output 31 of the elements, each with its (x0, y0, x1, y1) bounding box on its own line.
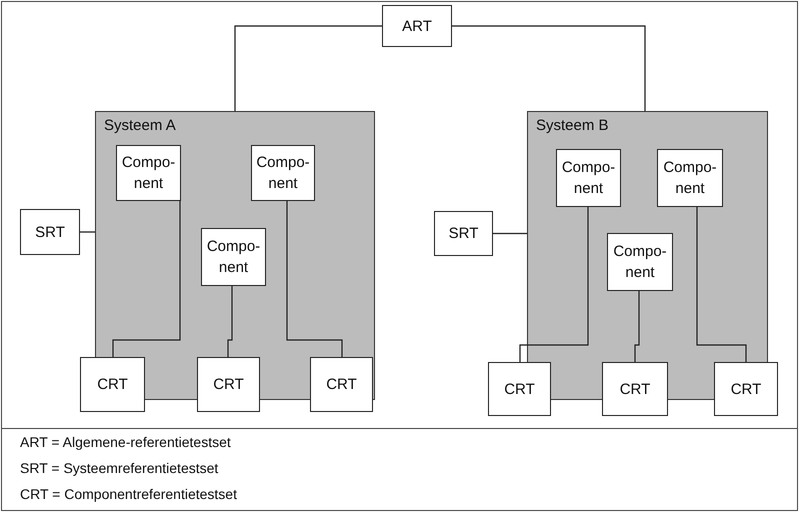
connector-line (234, 25, 382, 111)
testset-box: SRT (434, 211, 493, 256)
component-box: Compo- nent (116, 145, 181, 201)
legend-note: CRT = Componentreferentietestset (20, 486, 237, 502)
component-box: Compo- nent (251, 145, 315, 201)
connector-line (80, 231, 95, 233)
component-box: Compo- nent (607, 233, 673, 291)
testset-box: CRT (80, 357, 145, 412)
testset-box: CRT (602, 362, 668, 416)
connector-line (634, 290, 640, 362)
connector-line (227, 285, 233, 357)
connector-line (286, 200, 343, 357)
testset-box: ART (382, 5, 452, 47)
system-heading: Systeem B (536, 116, 609, 136)
legend-note: ART = Algemene-referentietestset (20, 434, 231, 450)
testset-box: SRT (20, 209, 80, 255)
system-panel (95, 111, 375, 400)
component-box: Compo- nent (201, 228, 266, 286)
connector-line (519, 206, 589, 362)
testset-box: CRT (714, 362, 778, 416)
testset-box: CRT (310, 357, 373, 412)
connector-line (493, 232, 527, 234)
system-heading: Systeem A (104, 116, 176, 136)
legend-note: SRT = Systeemreferentietestset (20, 460, 218, 476)
testset-box: CRT (197, 357, 260, 412)
connector-line (452, 25, 646, 111)
connector-line (696, 206, 747, 362)
component-box: Compo- nent (657, 149, 723, 207)
component-box: Compo- nent (556, 149, 621, 207)
testset-box: CRT (488, 362, 551, 416)
connector-line (112, 200, 181, 357)
